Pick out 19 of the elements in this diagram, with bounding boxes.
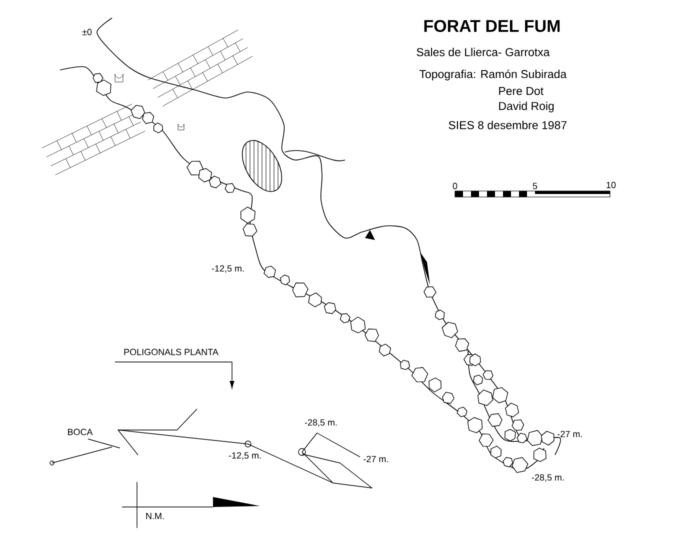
station-label: -28,5 m. bbox=[304, 419, 337, 427]
station-label: -27 m. bbox=[364, 456, 388, 462]
scale-number: 0 bbox=[452, 182, 458, 190]
date-text: SIES 8 desembre 1987 bbox=[448, 120, 566, 130]
scale-number: 10 bbox=[606, 182, 616, 188]
location-text: Sales de Llierca- Garrotxa bbox=[416, 48, 550, 56]
station-label: BOCA bbox=[68, 428, 93, 436]
station-label: -12,5 m. bbox=[228, 452, 261, 460]
depth-label: ±0 bbox=[82, 28, 92, 36]
credits-text: Topografia: Ramón Subirada bbox=[419, 70, 567, 80]
scale-number: 5 bbox=[532, 182, 538, 190]
depth-label: -12,5 m. bbox=[212, 265, 244, 273]
section-heading: POLIGONALS PLANTA bbox=[124, 348, 218, 356]
north-label: N.M. bbox=[146, 512, 164, 520]
title: FORAT DEL FUM bbox=[424, 20, 560, 32]
credits-text: Pere Dot bbox=[499, 87, 544, 95]
depth-label: -28,5 m. bbox=[532, 474, 564, 482]
credits-text: David Roig bbox=[499, 102, 554, 112]
depth-label: -27 m. bbox=[558, 430, 582, 438]
